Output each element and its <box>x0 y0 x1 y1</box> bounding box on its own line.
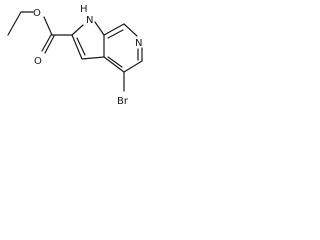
bond-c7a-c7-inner <box>107 29 124 39</box>
bond-c4-c3a <box>103 56 125 73</box>
bond-c3-c2 <box>71 34 83 60</box>
bond-c7a-c7 <box>103 23 125 36</box>
molecule-structure: O O H N N Br <box>7 4 143 107</box>
atom-label-pyridine-nitrogen: N <box>135 38 142 49</box>
bond-n1-c7a <box>94 21 105 36</box>
bond-ethyl-ch3-ch2 <box>7 11 22 36</box>
atom-label-pyrrole-hydrogen: H <box>80 4 88 15</box>
atom-label-carbonyl-oxygen: O <box>34 56 42 67</box>
bond-carbonyl-double-1 <box>41 34 52 52</box>
atom-label-bromine: Br <box>117 96 129 107</box>
bond-carbonyl-double-2 <box>44 35 55 54</box>
bond-c7-n6 <box>123 23 138 37</box>
bond-c2-n1 <box>71 24 84 36</box>
atom-label-pyrrole-nitrogen: N <box>86 15 93 26</box>
bond-c2-c3-inner <box>76 37 86 56</box>
atom-label-ester-oxygen: O <box>33 8 41 19</box>
bond-c4-c3a-inner <box>107 56 123 68</box>
bond-o-carbonyl-c <box>43 16 53 36</box>
bond-c3a-c3 <box>81 56 105 60</box>
bond-c5-c4 <box>123 60 143 73</box>
